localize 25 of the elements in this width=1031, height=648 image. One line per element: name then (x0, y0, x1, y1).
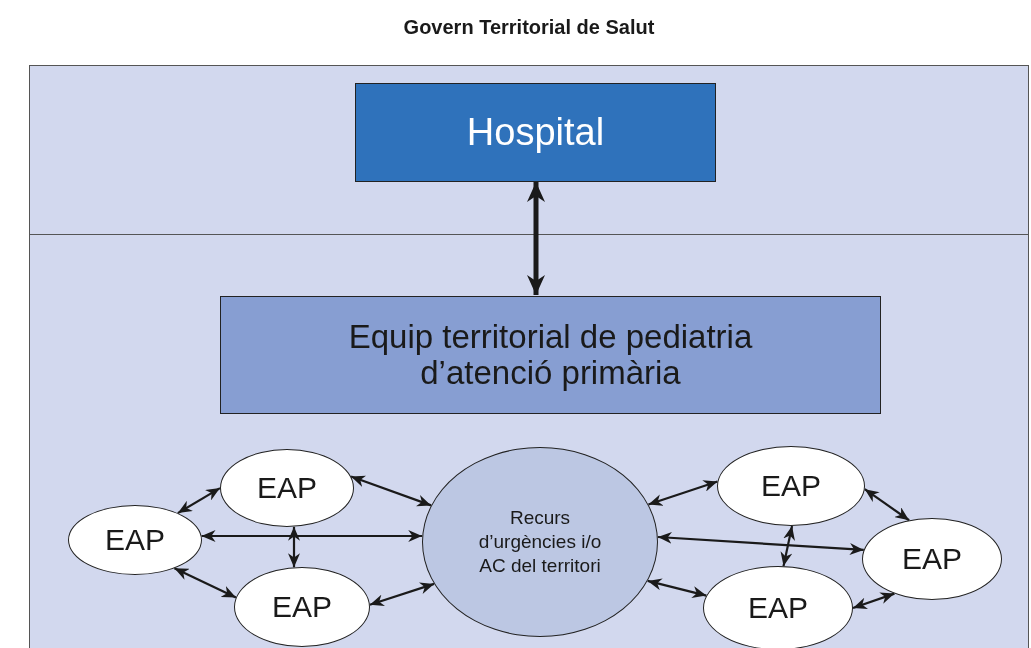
box-label: Hospital (466, 111, 605, 154)
double-arrow (177, 487, 221, 515)
process-box (220, 296, 881, 414)
double-arrow (864, 488, 910, 522)
double-arrow (288, 526, 300, 568)
double-arrow (173, 567, 237, 599)
node-label: EAP (902, 541, 962, 578)
node-label: EAP (105, 522, 165, 559)
double-arrow (201, 530, 423, 542)
double-arrow (350, 475, 432, 507)
double-arrow (852, 592, 895, 610)
double-arrow (657, 531, 864, 556)
node-label: EAP (748, 590, 808, 627)
panel-title: Govern Territorial de Salut (402, 16, 656, 39)
double-arrow (780, 525, 795, 567)
node-label: EAP (761, 468, 821, 505)
box-label: Equip territorial de pediatria d’atenció primària (347, 318, 754, 392)
node-label: EAP (272, 589, 332, 626)
double-arrow (527, 182, 545, 295)
double-arrow (369, 582, 435, 607)
double-arrow (647, 578, 707, 598)
process-box (355, 83, 716, 182)
node-label: Recurs d’urgències i/o AC del territori (477, 506, 603, 578)
node-label: EAP (257, 470, 317, 507)
double-arrow (648, 480, 718, 506)
